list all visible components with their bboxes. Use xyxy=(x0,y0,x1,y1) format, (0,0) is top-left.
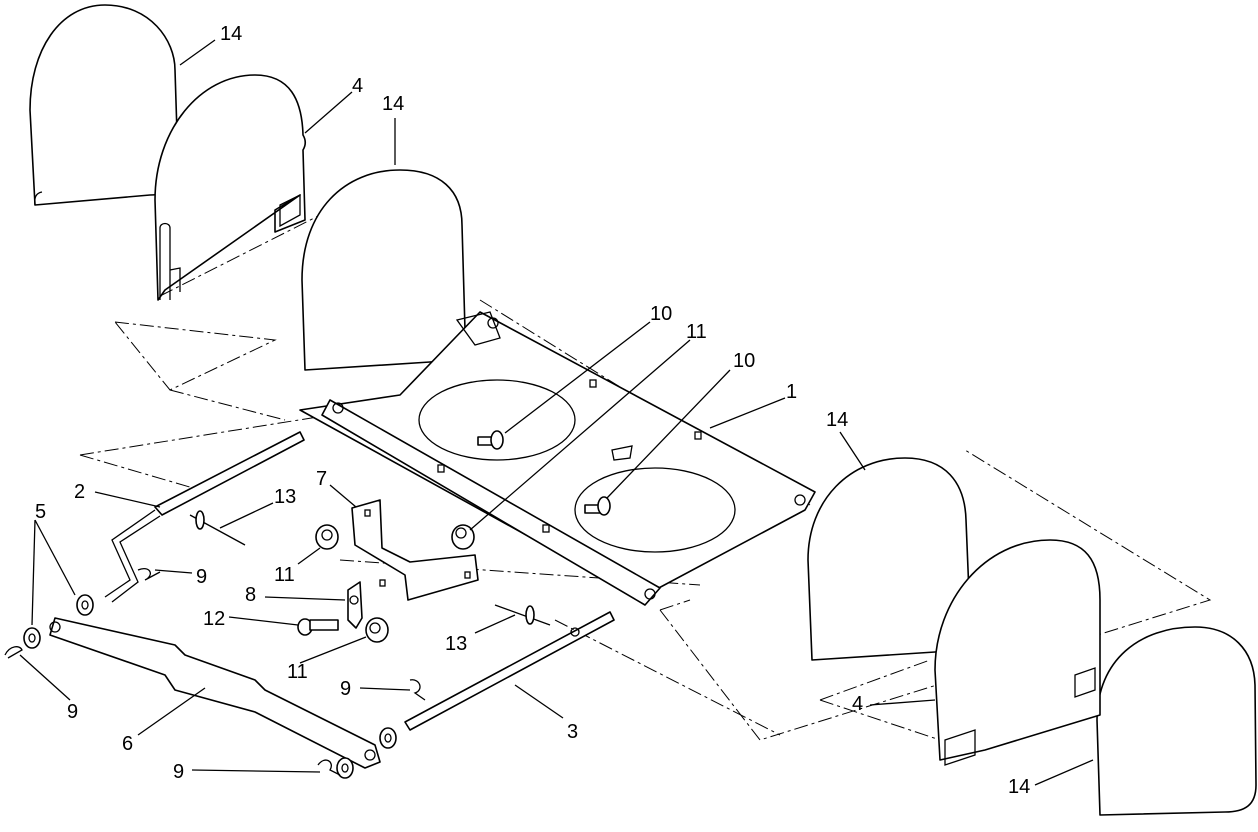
callout-11: 11 xyxy=(274,564,295,586)
nut-11-bottom xyxy=(365,617,389,643)
bolt-12 xyxy=(297,618,339,636)
callout-4: 4 xyxy=(852,693,863,715)
callout-1: 1 xyxy=(786,381,797,403)
callout-10: 10 xyxy=(650,303,672,325)
shield-lower-right xyxy=(934,539,1101,766)
leader-lines xyxy=(19,39,1094,786)
callout-14: 14 xyxy=(826,409,848,431)
callout-14: 14 xyxy=(220,23,242,45)
callout-5: 5 xyxy=(35,501,46,523)
rod-3 xyxy=(404,611,615,731)
callout-11: 11 xyxy=(686,321,707,343)
washers-5 xyxy=(23,594,397,779)
bracket-8 xyxy=(347,581,363,629)
callout-9: 9 xyxy=(340,678,351,700)
guard-top-center xyxy=(301,169,466,371)
callout-2: 2 xyxy=(74,481,85,503)
callout-13: 13 xyxy=(445,633,467,655)
guard-bottom-right xyxy=(1096,626,1257,816)
callout-8: 8 xyxy=(245,584,256,606)
callout-14: 14 xyxy=(382,93,404,115)
callout-9: 9 xyxy=(173,761,184,783)
pin-13-right xyxy=(494,604,551,626)
link-6 xyxy=(49,617,381,769)
shield-upper-left xyxy=(154,74,307,301)
callout-14: 14 xyxy=(1008,776,1030,798)
callout-13: 13 xyxy=(274,486,296,508)
callout-4: 4 xyxy=(352,75,363,97)
plate-rail xyxy=(321,399,661,606)
bolt-10-upper xyxy=(477,430,504,450)
callout-6: 6 xyxy=(122,733,133,755)
bolt-10-lower xyxy=(584,496,611,516)
callout-3: 3 xyxy=(567,721,578,743)
bracket-7 xyxy=(351,499,479,601)
rod-2 xyxy=(104,431,305,603)
callout-9: 9 xyxy=(196,566,207,588)
callout-labels: 14 4 14 10 11 10 1 14 7 2 13 5 9 11 8 12… xyxy=(35,23,1030,798)
nut-11-right xyxy=(451,524,475,550)
callout-12: 12 xyxy=(203,608,225,630)
nut-11-left xyxy=(315,524,339,550)
clips-9 xyxy=(4,568,426,776)
pin-13-left xyxy=(189,510,246,546)
callout-9: 9 xyxy=(67,701,78,723)
callout-10: 10 xyxy=(733,350,755,372)
callout-11: 11 xyxy=(287,661,308,683)
guard-top-left xyxy=(29,4,179,206)
callout-7: 7 xyxy=(316,468,327,490)
